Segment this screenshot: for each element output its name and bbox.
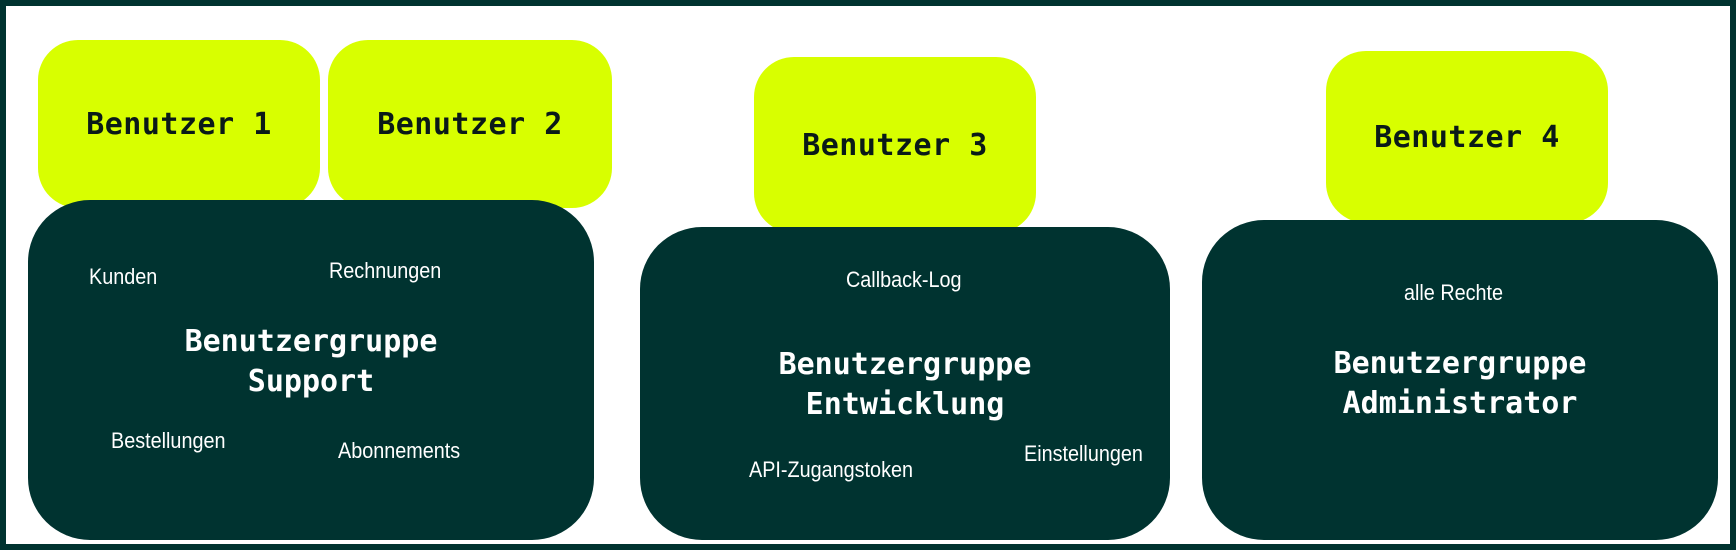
user-label: Benutzer 1 xyxy=(86,106,272,142)
permission-api-zugangstoken: API-Zugangstoken xyxy=(749,457,914,482)
permission-bestellungen: Bestellungen xyxy=(111,428,226,453)
group-title-line1: Benutzergruppe xyxy=(184,324,438,359)
permission-abonnements: Abonnements xyxy=(338,438,461,463)
group-support: Kunden Rechnungen Benutzergruppe Support… xyxy=(28,200,594,540)
group-title-line2: Administrator xyxy=(1342,386,1578,421)
user-box-3: Benutzer 3 xyxy=(754,57,1036,233)
group-title-line1: Benutzergruppe xyxy=(778,347,1032,382)
user-box-1: Benutzer 1 xyxy=(38,40,320,208)
permission-callback-log: Callback-Log xyxy=(846,267,962,292)
group-title: Benutzergruppe Support xyxy=(28,322,594,402)
group-title-line2: Entwicklung xyxy=(805,387,1005,422)
permission-kunden: Kunden xyxy=(89,264,158,289)
user-label: Benutzer 3 xyxy=(802,127,988,163)
group-title: Benutzergruppe Entwicklung xyxy=(640,345,1170,425)
user-label: Benutzer 2 xyxy=(377,106,563,142)
permission-rechnungen: Rechnungen xyxy=(329,258,442,283)
group-title-line1: Benutzergruppe xyxy=(1333,346,1587,381)
group-entwicklung: Callback-Log Benutzergruppe Entwicklung … xyxy=(640,227,1170,540)
user-label: Benutzer 4 xyxy=(1374,119,1560,155)
user-box-4: Benutzer 4 xyxy=(1326,51,1608,223)
group-administrator: alle Rechte Benutzergruppe Administrator xyxy=(1202,220,1718,540)
permission-alle-rechte: alle Rechte xyxy=(1404,280,1504,305)
user-box-2: Benutzer 2 xyxy=(328,40,612,208)
group-title-line2: Support xyxy=(247,364,375,399)
group-title: Benutzergruppe Administrator xyxy=(1202,344,1718,424)
permission-einstellungen: Einstellungen xyxy=(1024,441,1143,466)
